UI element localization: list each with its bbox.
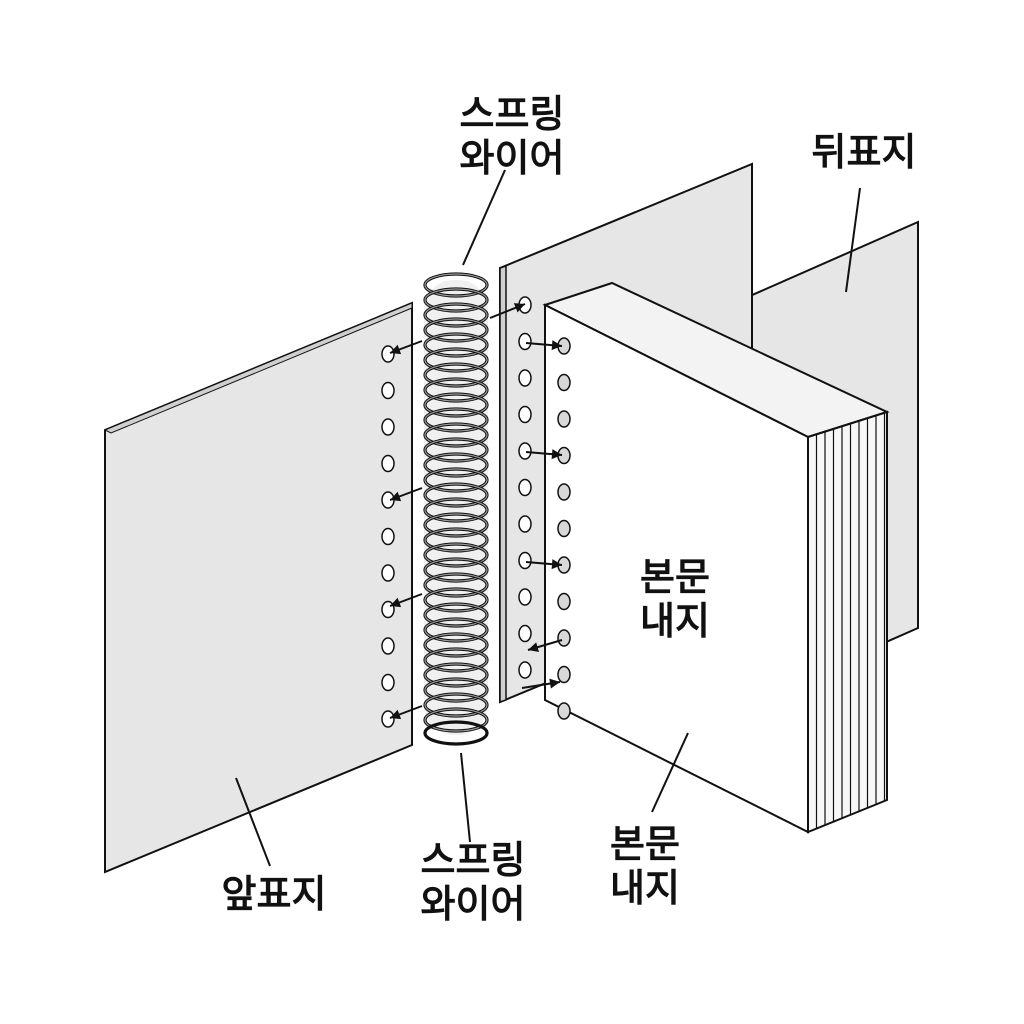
coil-loop-shade — [424, 378, 488, 402]
middle-cover-hole — [518, 588, 532, 606]
spring-wire-coil — [423, 272, 489, 746]
arrow-head — [549, 678, 560, 689]
page-holes — [557, 337, 571, 720]
middle-cover-hole — [518, 332, 532, 351]
coil-loop-shade — [424, 543, 488, 567]
coil-loop-shade — [424, 618, 488, 642]
spring-wire-label-bottom: 스프링 와이어 — [413, 838, 533, 926]
front-cover-hole — [381, 673, 395, 692]
front-cover-hole — [381, 418, 395, 436]
front-cover — [103, 301, 413, 874]
coil-loop-shade — [424, 528, 488, 552]
assembly-arrows — [389, 303, 563, 720]
middle-cover-hole — [518, 551, 532, 570]
page-hole — [557, 483, 571, 501]
middle-cover-hole — [518, 442, 532, 460]
front-cover-hole — [381, 454, 395, 473]
coil-loop-shade — [424, 663, 488, 687]
pages-label-bottom: 본문 내지 — [590, 822, 700, 910]
front-cover-holes — [381, 345, 395, 728]
coil-loop-shade — [424, 483, 488, 507]
coil-loop-shade — [424, 513, 488, 537]
middle-cover-hole — [518, 405, 532, 424]
front-cover-label: 앞표지 — [214, 872, 334, 916]
coil-loop-shade — [424, 438, 488, 462]
back-cover-label-text: 뒤표지 — [811, 130, 917, 174]
leader-front-cover — [235, 777, 271, 867]
coil-loop-shade — [424, 648, 488, 672]
back-cover-label: 뒤표지 — [804, 130, 924, 174]
arrow-head — [390, 344, 402, 355]
page-stack — [542, 281, 890, 834]
coil-loop-shade — [424, 708, 488, 732]
front-cover-hole — [381, 381, 395, 400]
middle-cover-hole — [518, 624, 532, 643]
coil-loop-shade — [424, 603, 488, 627]
coil-loop-shade — [424, 573, 488, 597]
page-hole — [557, 373, 571, 392]
coil-loop-shade — [424, 498, 488, 522]
page-hole — [557, 519, 571, 538]
page-hole — [557, 629, 571, 647]
leader-spring-top — [462, 169, 506, 266]
page-edge-lines — [815, 412, 886, 829]
page-hole — [557, 702, 571, 720]
front-cover-label-text: 앞표지 — [221, 872, 327, 916]
spring-wire-label-bottom-line1: 스프링 — [420, 838, 526, 882]
coil-loop-shade — [424, 288, 488, 312]
pages-label-center-line2: 내지 — [640, 599, 710, 643]
arrow-head — [551, 559, 562, 570]
coil-loop-shade — [424, 348, 488, 372]
arrow-head — [551, 340, 562, 351]
arrow-head — [551, 449, 562, 460]
leader-pages-bottom — [651, 732, 689, 813]
spring-wire-label-bottom-line2: 와이어 — [420, 882, 526, 926]
coil-loop-shade — [424, 423, 488, 447]
middle-cover-holes — [518, 296, 532, 679]
coil-loop-shade — [424, 393, 488, 417]
spring-wire-label-top-line1: 스프링 — [459, 92, 565, 136]
pages-label-center-line1: 본문 — [640, 555, 710, 599]
coil-loop-shade — [424, 468, 488, 492]
leader-lines — [235, 169, 861, 867]
coil-loop-shade — [424, 318, 488, 342]
coil-loop-shade — [424, 363, 488, 387]
page-hole — [557, 410, 571, 428]
coil-loop-shade — [424, 633, 488, 657]
page-hole — [557, 665, 571, 684]
middle-cover-hole — [518, 478, 532, 497]
leader-spring-bottom — [460, 752, 471, 843]
coil-loop-shade — [424, 408, 488, 432]
middle-cover-hole — [518, 515, 532, 533]
coil-loop-shade — [424, 678, 488, 702]
arrow-head — [390, 491, 402, 502]
front-cover-hole — [381, 564, 395, 582]
middle-cover-hole — [518, 369, 532, 387]
front-cover-hole — [381, 710, 395, 728]
spring-wire-label-top: 스프링 와이어 — [452, 92, 572, 180]
coil-loop-shade — [424, 333, 488, 357]
arrow-head — [528, 642, 540, 652]
coil-loop-shade — [424, 558, 488, 582]
coil-loop-shade — [424, 453, 488, 477]
coil-loop-shade — [424, 273, 488, 297]
arrow-head — [390, 597, 402, 608]
front-cover-hole — [381, 345, 395, 363]
front-cover-hole — [381, 527, 395, 546]
middle-cover-hole — [518, 661, 532, 679]
arrow-head — [513, 303, 525, 313]
coil-loop-shade — [424, 588, 488, 612]
leader-back-cover — [845, 187, 861, 293]
arrow-head — [390, 709, 402, 720]
pages-label-bottom-line2: 내지 — [610, 866, 680, 910]
page-hole — [557, 592, 571, 611]
spring-wire-label-top-line2: 와이어 — [459, 136, 565, 180]
front-cover-hole — [381, 637, 395, 655]
coil-loop-end — [423, 720, 489, 746]
coil-loop-shade — [424, 303, 488, 327]
coil-loop-shade — [424, 693, 488, 717]
pages-label-center: 본문 내지 — [620, 555, 730, 643]
pages-label-bottom-line1: 본문 — [610, 822, 680, 866]
